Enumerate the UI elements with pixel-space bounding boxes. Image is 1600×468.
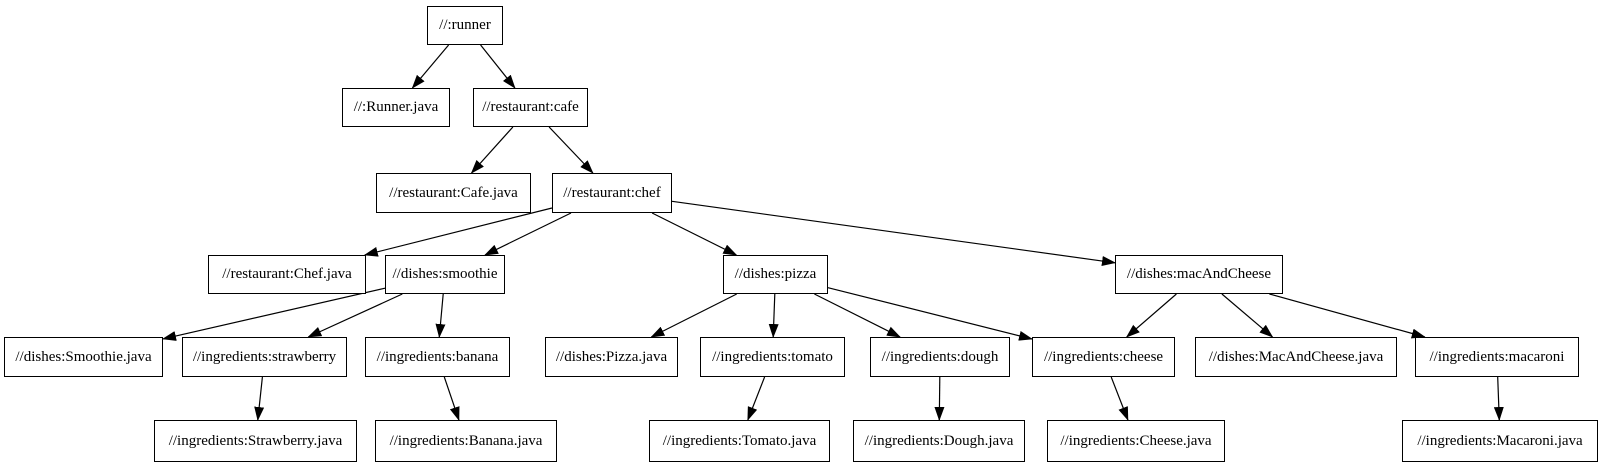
node-label: //dishes:macAndCheese: [1126, 266, 1272, 282]
graph-node-macandcheese_java: //dishes:MacAndCheese.java: [1195, 337, 1397, 377]
graph-node-dough_java: //ingredients:Dough.java: [853, 420, 1025, 462]
edge-chef-smoothie: [484, 212, 572, 256]
graph-node-runner_java: //:Runner.java: [342, 88, 450, 127]
graph-node-macaroni_java: //ingredients:Macaroni.java: [1402, 420, 1598, 462]
edge-smoothie-strawberry: [307, 293, 403, 338]
graph-node-strawberry_java: //ingredients:Strawberry.java: [154, 420, 357, 462]
edge-macandcheese-macaroni: [1269, 293, 1426, 339]
node-label: //ingredients:strawberry: [192, 348, 337, 365]
edge-pizza-dough: [814, 293, 901, 338]
node-label: //restaurant:Cafe.java: [389, 184, 518, 201]
edge-macaroni-macaroni_java: [1493, 376, 1504, 421]
graph-node-strawberry: //ingredients:strawberry: [182, 337, 347, 377]
graph-node-macaroni: //ingredients:macaroni: [1415, 337, 1579, 377]
node-label: //restaurant:Chef.java: [222, 266, 352, 282]
node-label: //ingredients:macaroni: [1429, 348, 1565, 365]
graph-node-cheese: //ingredients:cheese: [1032, 337, 1175, 377]
graph-node-tomato: //ingredients:tomato: [700, 337, 845, 377]
graph-node-cafe_java: //restaurant:Cafe.java: [376, 173, 531, 213]
node-label: //dishes:Smoothie.java: [15, 348, 152, 365]
graph-node-cafe: //restaurant:cafe: [473, 88, 588, 127]
node-label: //ingredients:banana: [376, 348, 499, 365]
node-label: //ingredients:Tomato.java: [662, 432, 817, 449]
edge-tomato-tomato_java: [747, 376, 766, 421]
graph-node-banana_java: //ingredients:Banana.java: [375, 420, 557, 462]
node-label: //ingredients:Banana.java: [389, 432, 543, 449]
edge-banana-banana_java: [443, 376, 460, 421]
edge-strawberry-strawberry_java: [254, 376, 265, 421]
node-label: //ingredients:Cheese.java: [1060, 432, 1212, 449]
node-label: //ingredients:tomato: [712, 348, 833, 365]
edge-dough-dough_java: [934, 376, 945, 421]
graph-node-smoothie_java: //dishes:Smoothie.java: [4, 337, 163, 377]
node-label: //dishes:Pizza.java: [555, 348, 668, 365]
edge-smoothie-smoothie_java: [162, 287, 386, 341]
graph-node-chef: //restaurant:chef: [552, 173, 672, 213]
node-label: //restaurant:cafe: [482, 99, 579, 115]
graph-node-runner: //:runner: [427, 6, 503, 45]
edge-macandcheese-cheese: [1125, 293, 1177, 338]
node-label: //dishes:smoothie: [392, 266, 498, 282]
edge-pizza-tomato: [768, 293, 779, 338]
node-label: //restaurant:chef: [563, 184, 661, 201]
graph-node-chef_java: //restaurant:Chef.java: [208, 255, 366, 294]
edge-macandcheese-macandcheese_java: [1221, 293, 1274, 338]
node-label: //:Runner.java: [353, 99, 439, 115]
edge-chef-chef_java: [363, 207, 553, 257]
node-label: //ingredients:cheese: [1043, 348, 1164, 365]
node-label: //dishes:MacAndCheese.java: [1208, 348, 1384, 365]
edge-runner-cafe: [480, 44, 516, 89]
graph-node-banana: //ingredients:banana: [365, 337, 510, 377]
edge-cafe-chef: [548, 126, 594, 174]
node-label: //dishes:pizza: [734, 266, 817, 282]
graph-node-tomato_java: //ingredients:Tomato.java: [649, 420, 830, 462]
node-label: //ingredients:Macaroni.java: [1417, 432, 1583, 449]
edge-chef-pizza: [651, 212, 738, 256]
graph-node-smoothie: //dishes:smoothie: [385, 255, 505, 294]
node-label: //ingredients:Strawberry.java: [168, 432, 343, 449]
graph-node-dough: //ingredients:dough: [870, 337, 1010, 377]
edge-pizza-cheese: [827, 287, 1033, 341]
graph-node-pizza_java: //dishes:Pizza.java: [545, 337, 678, 377]
graph-node-pizza: //dishes:pizza: [723, 255, 828, 294]
edge-chef-macandcheese: [671, 200, 1116, 266]
edge-smoothie-banana: [435, 293, 446, 338]
edge-pizza-pizza_java: [650, 293, 737, 338]
edge-cheese-cheese_java: [1110, 376, 1129, 421]
edge-runner-runner_java: [411, 44, 450, 89]
node-label: //ingredients:Dough.java: [864, 432, 1014, 449]
node-label: //:runner: [439, 17, 491, 33]
graph-node-macandcheese: //dishes:macAndCheese: [1115, 255, 1283, 294]
node-label: //ingredients:dough: [881, 348, 999, 365]
graph-node-cheese_java: //ingredients:Cheese.java: [1047, 420, 1225, 462]
edge-cafe-cafe_java: [470, 126, 514, 174]
